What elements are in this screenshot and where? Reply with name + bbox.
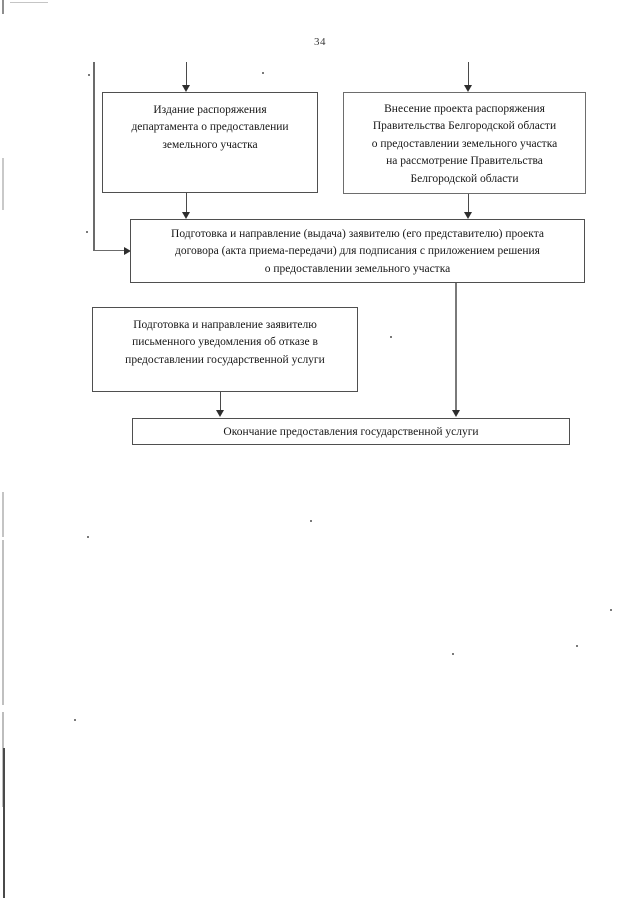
connector-node-3-to-node-5 bbox=[455, 283, 457, 411]
arrowhead-inflow-to-node-1 bbox=[182, 85, 190, 92]
scan-edge-artifact bbox=[2, 0, 4, 14]
scan-speck bbox=[610, 609, 612, 611]
flow-node-submit-government-draft-order: Внесение проекта распоряжения Правительс… bbox=[343, 92, 586, 194]
scan-speck bbox=[87, 536, 89, 538]
scan-edge-artifact bbox=[2, 540, 4, 705]
scan-speck bbox=[262, 72, 264, 74]
connector-inflow-to-node-2 bbox=[468, 62, 469, 85]
scan-speck bbox=[310, 520, 312, 522]
scan-speck bbox=[452, 653, 454, 655]
scan-speck bbox=[74, 719, 76, 721]
flow-node-text: Издание распоряжения департамента о пред… bbox=[131, 104, 289, 151]
arrowhead-node-1-to-node-3 bbox=[182, 212, 190, 219]
scan-edge-artifact bbox=[3, 748, 5, 898]
flow-node-text: Подготовка и направление (выдача) заявит… bbox=[171, 228, 544, 275]
scan-speck bbox=[576, 645, 578, 647]
connector-left-bypass-vertical bbox=[93, 62, 95, 250]
flow-node-text: Окончание предоставления государственной… bbox=[223, 426, 479, 438]
arrowhead-left-bypass-to-node-3 bbox=[124, 247, 131, 255]
scan-speck bbox=[88, 74, 90, 76]
connector-node-1-to-node-3 bbox=[186, 193, 187, 212]
arrowhead-node-2-to-node-3 bbox=[464, 212, 472, 219]
flow-node-issue-department-order: Издание распоряжения департамента о пред… bbox=[102, 92, 318, 193]
scan-speck bbox=[86, 231, 88, 233]
connector-node-4-to-node-5 bbox=[220, 392, 221, 411]
scan-speck bbox=[390, 336, 392, 338]
scan-edge-artifact bbox=[2, 158, 4, 210]
flow-node-end-of-service-provision: Окончание предоставления государственной… bbox=[132, 418, 570, 445]
page-number: 34 bbox=[314, 36, 326, 48]
flow-node-prepare-and-send-refusal-notice: Подготовка и направление заявителю письм… bbox=[92, 307, 358, 392]
flow-node-text: Внесение проекта распоряжения Правительс… bbox=[371, 103, 558, 185]
flow-node-prepare-and-send-contract-draft: Подготовка и направление (выдача) заявит… bbox=[130, 219, 585, 283]
scan-edge-artifact bbox=[10, 2, 48, 3]
scan-edge-artifact bbox=[2, 492, 4, 537]
arrowhead-node-4-to-node-5 bbox=[216, 410, 224, 417]
flow-node-text: Подготовка и направление заявителю письм… bbox=[125, 319, 325, 366]
arrowhead-inflow-to-node-2 bbox=[464, 85, 472, 92]
connector-node-2-to-node-3 bbox=[468, 194, 469, 212]
connector-left-bypass-horizontal bbox=[93, 250, 127, 251]
arrowhead-node-3-to-node-5 bbox=[452, 410, 460, 417]
connector-inflow-to-node-1 bbox=[186, 62, 187, 85]
